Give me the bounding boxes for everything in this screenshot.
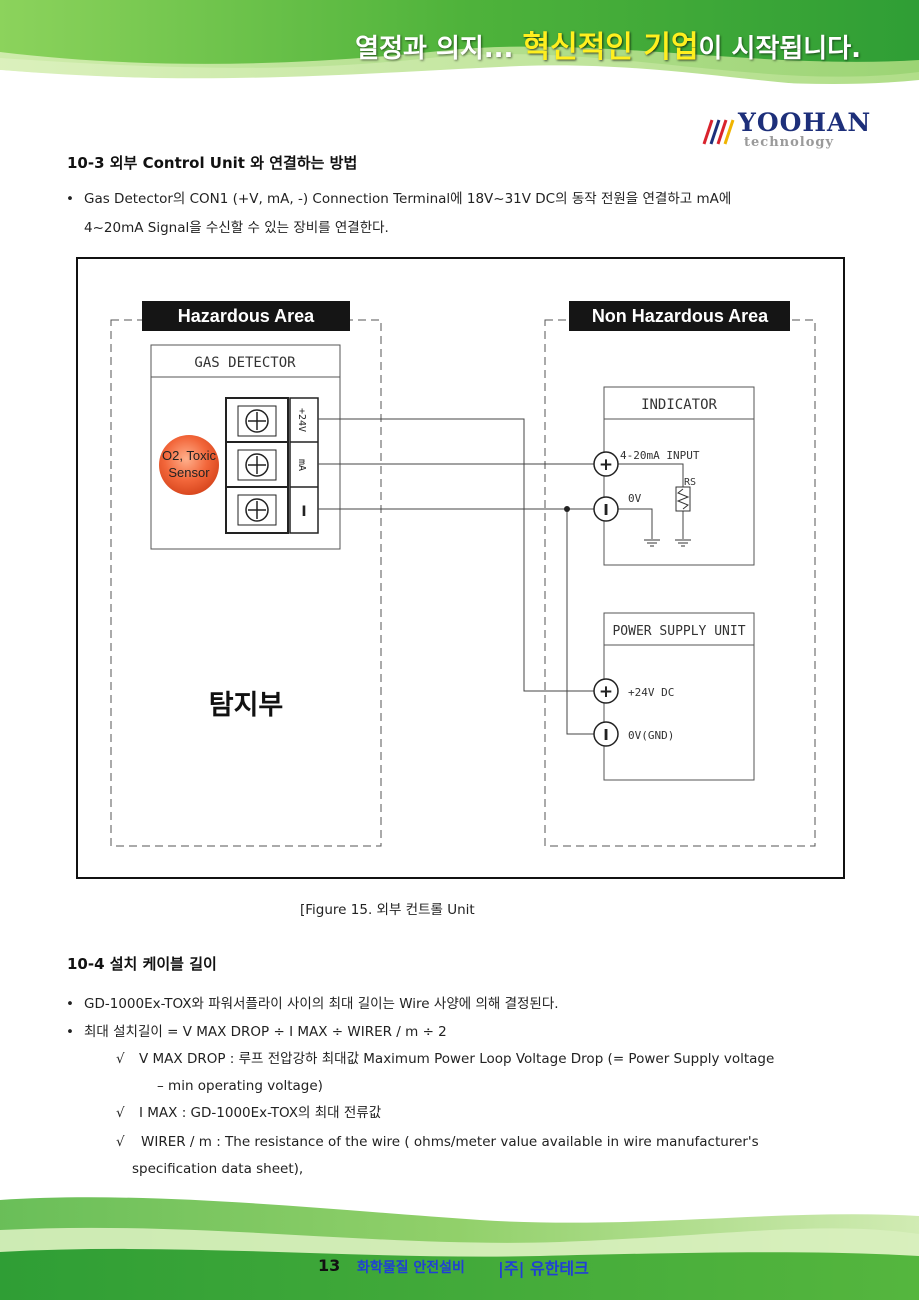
slogan-highlight: 혁신적인 기업 [522,30,699,65]
psu-gnd-label: 0V(GND) [628,729,674,742]
plus-terminal-icon: + [593,451,619,477]
ground-icon [675,539,691,547]
wiring-lines [318,418,684,735]
terminal-label-24v: +24V [296,408,307,432]
bullet-icon: • [66,1024,74,1040]
minus-terminal-icon: I [593,496,619,522]
terminal-label-ma: mA [296,459,307,471]
bullet-icon: • [66,996,74,1012]
indicator-input-label: 4-20mA INPUT [620,449,700,462]
terminal-screw-icon [237,449,277,481]
footer-company-text: 화학물질 안전설비 [357,1260,465,1276]
header-slogan: 열정과 의지... 혁신적인 기업이 시작됩니다. [355,22,861,66]
logo-subtitle: technology [744,135,835,150]
check-item-3-line1: WIRER / m : The resistance of the wire (… [141,1134,759,1150]
hazardous-area-label: Hazardous Area [178,306,315,326]
svg-text:+: + [599,455,613,475]
svg-text:I: I [603,726,609,744]
logo-brand: YOOHAN [738,108,872,137]
sensor-icon [159,435,219,495]
footer-wave-graphic [0,1197,919,1300]
check-mark-icon: √ [116,1105,125,1121]
wiring-diagram-svg: Hazardous Area Non Hazardous Area GAS DE… [110,301,816,847]
svg-text:I: I [603,501,609,519]
footer-company-brand: |주| 유한테크 [498,1259,589,1278]
resistor-icon [675,486,691,512]
check-item-3-line2: specification data sheet), [132,1161,304,1177]
bullet-icon: • [66,191,74,207]
section-title-10-3: 10-3 외부 Control Unit 와 연결하는 방법 [67,154,358,172]
page-number: 13 [318,1256,341,1275]
section1-text-line2: 4~20mA Signal을 수신할 수 있는 장비를 연결한다. [84,220,389,236]
non-hazardous-label-box [569,301,790,331]
section1-text-line1: Gas Detector의 CON1 (+V, mA, -) Connectio… [84,191,732,207]
svg-text:+: + [599,682,613,702]
sensor-label-line1: O2, Toxic [162,448,216,463]
figure-caption: [Figure 15. 외부 컨트롤 Unit [300,902,475,918]
check-mark-icon: √ [116,1134,125,1150]
power-supply-box [603,612,755,781]
indicator-0v-label: 0V [628,492,642,505]
check-item-1-line2: – min operating voltage) [157,1078,323,1094]
section2-bullet-2: 최대 설치길이 = V MAX DROP ÷ I MAX ÷ WIRER / m… [84,1024,447,1040]
junction-dot [564,506,570,512]
hazardous-label-box [142,301,350,331]
power-supply-label: POWER SUPPLY UNIT [612,624,745,639]
check-item-2-line1: I MAX : GD-1000Ex-TOX의 최대 전류값 [139,1105,382,1121]
terminal-label-minus: I [301,504,306,520]
check-item-1-line1: V MAX DROP : 루프 전압강하 최대값 Maximum Power L… [139,1051,775,1067]
ground-icon [644,539,660,547]
indicator-label: INDICATOR [641,397,717,413]
section-title-10-4: 10-4 설치 케이블 길이 [67,955,217,973]
terminal-screw-icon [237,405,277,437]
non-hazardous-area-label: Non Hazardous Area [592,306,769,326]
check-mark-icon: √ [116,1051,125,1067]
header-wave-graphic [0,0,919,100]
psu-plus-label: +24V DC [628,686,674,699]
yoohan-logo-icon [702,119,735,145]
plus-terminal-icon: + [593,678,619,704]
wiring-diagram: Hazardous Area Non Hazardous Area GAS DE… [76,257,845,879]
terminal-screw-icon [237,494,277,526]
slogan-post: 이 시작됩니다. [698,34,861,64]
detector-korean-label: 탐지부 [209,690,284,721]
section2-bullet-1: GD-1000Ex-TOX와 파워서플라이 사이의 최대 길이는 Wire 사양… [84,996,559,1012]
terminal-label-strip [289,397,319,534]
sensor-label-line2: Sensor [168,465,210,480]
indicator-box [603,386,755,566]
gas-detector-label: GAS DETECTOR [194,355,296,371]
minus-terminal-icon: I [593,721,619,747]
slogan-pre: 열정과 의지... [355,34,523,64]
resistor-label: RS [684,477,696,488]
